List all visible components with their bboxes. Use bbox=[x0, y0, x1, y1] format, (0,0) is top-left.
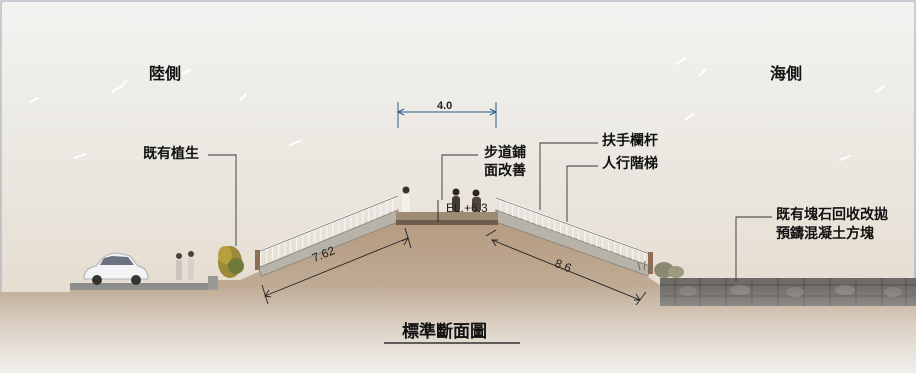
existing-vegetation-label: 既有植生 bbox=[143, 146, 199, 162]
sea-side-label: 海側 bbox=[770, 64, 803, 83]
walkway-edge bbox=[396, 220, 498, 225]
top-width-dimension: 4.0 bbox=[437, 100, 453, 112]
revetment-label-line1: 既有塊石回收改拋 bbox=[776, 207, 888, 223]
pedestrians-top bbox=[402, 186, 481, 212]
diagram-title: 標準斷面圖 bbox=[402, 322, 487, 342]
pedestrian-stairs-label: 人行階梯 bbox=[602, 156, 658, 172]
walkway-deck bbox=[396, 212, 498, 221]
road-curb bbox=[208, 276, 218, 290]
left-slope-dimension-line bbox=[261, 227, 412, 305]
elevation-label: EL.+6.3 bbox=[446, 201, 488, 215]
fog-overlay bbox=[0, 285, 916, 373]
bird-marks bbox=[29, 57, 885, 161]
right-handrail bbox=[495, 196, 653, 274]
walkway-paving-label-line1: 步道鋪 bbox=[484, 145, 526, 161]
right-slope-dimension-line bbox=[485, 229, 647, 306]
left-handrail bbox=[255, 194, 399, 270]
leader-lines bbox=[208, 142, 772, 282]
land-side-label: 陸側 bbox=[149, 64, 182, 83]
revetment-label-line2: 預鑄混凝土方塊 bbox=[776, 226, 874, 242]
handrail-label: 扶手欄杆 bbox=[602, 133, 658, 149]
walkway-paving-label-line2: 面改善 bbox=[484, 163, 526, 179]
existing-vegetation-shrub bbox=[218, 246, 244, 278]
grass-tufts bbox=[637, 260, 652, 273]
coastal-shrub bbox=[654, 262, 684, 278]
pedestrians-road bbox=[176, 251, 194, 280]
top-width-dimension-line bbox=[396, 102, 498, 128]
car-illustration bbox=[83, 252, 149, 285]
